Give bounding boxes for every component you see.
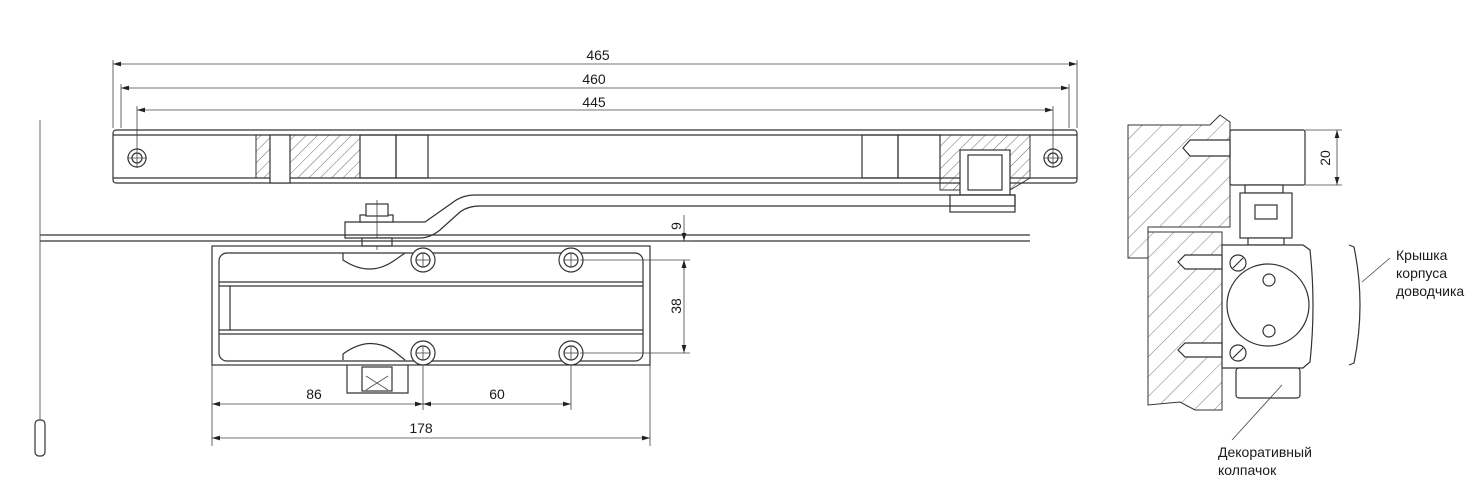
- cover-label-3: доводчика: [1396, 283, 1464, 299]
- dim-20: 20: [1317, 150, 1333, 166]
- cover-label-1: Крышка: [1396, 247, 1448, 263]
- screw-icon: [1229, 344, 1247, 362]
- dim-60: 60: [489, 386, 505, 402]
- body-screw-icon: [410, 247, 436, 273]
- dim-86: 86: [306, 386, 322, 402]
- closer-arm: [344, 194, 1016, 250]
- body-screw-icon: [558, 247, 584, 273]
- decorative-cap: [1235, 367, 1301, 399]
- dim-9: 9: [668, 222, 684, 230]
- mount-hole-icon: [127, 148, 147, 168]
- mount-hole-icon: [1043, 148, 1063, 168]
- cap-label-2: колпачок: [1218, 462, 1277, 478]
- rail-dimensions: 465 460 445: [112, 47, 1078, 150]
- body-screw-icon: [410, 340, 436, 366]
- cover-label-2: корпуса: [1396, 265, 1447, 281]
- slide-rail: [112, 129, 1078, 213]
- dim-460: 460: [582, 71, 606, 87]
- body-dimensions: 9 38 86 60 178: [211, 215, 690, 446]
- dim-178: 178: [409, 420, 433, 436]
- side-view: 20 Крышка корпуса доводчика Декоративный…: [1127, 114, 1464, 478]
- body-screw-icon: [558, 340, 584, 366]
- dim-38: 38: [668, 298, 684, 314]
- cap-label-1: Декоративный: [1218, 444, 1312, 460]
- screw-icon: [1229, 254, 1247, 272]
- dim-445: 445: [582, 94, 606, 110]
- closer-body: [211, 245, 651, 394]
- closer-cover: [1348, 244, 1361, 366]
- dim-465: 465: [586, 47, 610, 63]
- plumb-weight: [34, 419, 46, 457]
